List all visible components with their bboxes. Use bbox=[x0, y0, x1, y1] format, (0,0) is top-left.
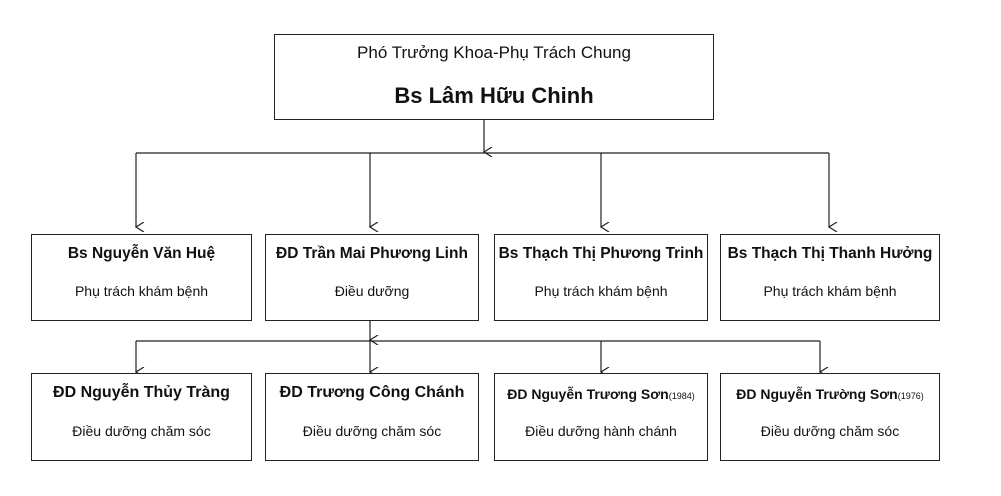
level2-name: Bs Thạch Thị Thanh Hưởng bbox=[727, 245, 933, 262]
level2-box-hue: Bs Nguyễn Văn Huệ Phụ trách khám bệnh bbox=[31, 234, 252, 321]
level3-role: Điều dưỡng chăm sóc bbox=[72, 423, 211, 439]
level2-role: Phụ trách khám bệnh bbox=[534, 283, 668, 299]
level2-name: Bs Nguyễn Văn Huệ bbox=[67, 245, 216, 262]
level2-box-trinh: Bs Thạch Thị Phương Trinh Phụ trách khám… bbox=[494, 234, 708, 321]
level3-role: Điều dưỡng chăm sóc bbox=[760, 423, 900, 439]
level3-name: ĐD Nguyễn Trường Sơn(1976) bbox=[736, 386, 924, 402]
level3-name: ĐD Nguyễn Trương Sơn(1984) bbox=[507, 386, 695, 402]
level3-box-son-1976: ĐD Nguyễn Trường Sơn(1976) Điều dưỡng ch… bbox=[720, 373, 940, 461]
level2-role: Phụ trách khám bệnh bbox=[763, 283, 897, 299]
level3-name: ĐD Nguyễn Thủy Tràng bbox=[53, 384, 230, 401]
level3-name: ĐD Trương Công Chánh bbox=[279, 384, 465, 401]
level2-box-linh: ĐD Trần Mai Phương Linh Điều dưỡng bbox=[265, 234, 479, 321]
level2-name: Bs Thạch Thị Phương Trinh bbox=[498, 245, 704, 262]
level2-box-huong: Bs Thạch Thị Thanh Hưởng Phụ trách khám … bbox=[720, 234, 940, 321]
level3-box-trang: ĐD Nguyễn Thủy Tràng Điều dưỡng chăm sóc bbox=[31, 373, 252, 461]
level2-role: Phụ trách khám bệnh bbox=[74, 283, 209, 299]
level2-name: ĐD Trần Mai Phương Linh bbox=[276, 245, 468, 262]
level3-box-chanh: ĐD Trương Công Chánh Điều dưỡng chăm sóc bbox=[265, 373, 479, 461]
level3-role: Điều dưỡng hành chánh bbox=[525, 423, 677, 439]
level2-role: Điều dưỡng bbox=[334, 283, 410, 299]
level3-box-son-1984: ĐD Nguyễn Trương Sơn(1984) Điều dưỡng hà… bbox=[494, 373, 708, 461]
head-name: Bs Lâm Hữu Chinh bbox=[394, 83, 594, 108]
head-role: Phó Trưởng Khoa-Phụ Trách Chung bbox=[357, 43, 631, 62]
level3-role: Điều dưỡng chăm sóc bbox=[302, 423, 442, 439]
head-box: Phó Trưởng Khoa-Phụ Trách Chung Bs Lâm H… bbox=[274, 34, 714, 120]
